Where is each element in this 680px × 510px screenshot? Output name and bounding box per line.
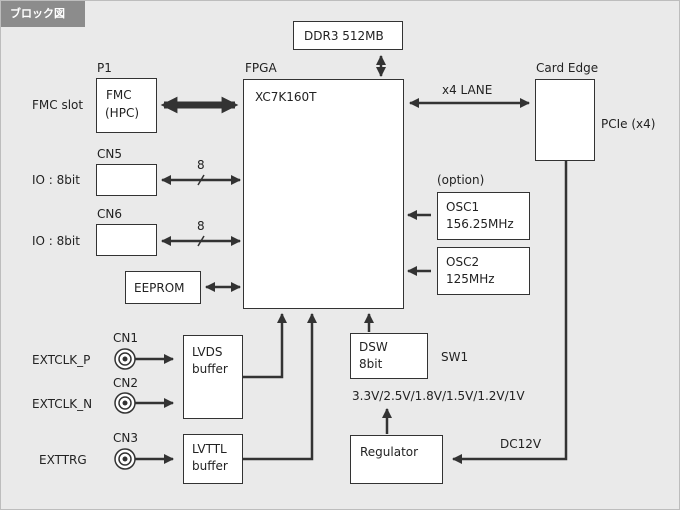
- eeprom-label: EEPROM: [134, 281, 185, 295]
- cn6-label: CN6: [97, 207, 122, 221]
- pcie-label: PCIe (x4): [601, 117, 656, 131]
- io2-label: IO : 8bit: [32, 234, 80, 248]
- exttrg-label: EXTTRG: [39, 453, 87, 467]
- extclk-p-label: EXTCLK_P: [32, 353, 91, 367]
- fpga-label: FPGA: [245, 61, 277, 75]
- fpga-box: XC7K160T: [243, 79, 404, 309]
- sw1-label: SW1: [441, 350, 469, 364]
- cn6-bus-slash: [197, 235, 205, 247]
- dsw-line1: DSW: [359, 340, 388, 354]
- lvds-line1: LVDS: [192, 345, 223, 359]
- x4-lane-label: x4 LANE: [442, 83, 493, 97]
- lvds-buffer-box: LVDS buffer: [183, 335, 243, 419]
- cn5-label: CN5: [97, 147, 122, 161]
- cn2-label: CN2: [113, 376, 138, 390]
- lvttl-line2: buffer: [192, 459, 228, 473]
- card-edge-box: [535, 79, 595, 161]
- cn1-label: CN1: [113, 331, 138, 345]
- bus-width-1: 8: [197, 158, 205, 172]
- cn3-label: CN3: [113, 431, 138, 445]
- lvttl-fpga-arrow: [242, 313, 317, 461]
- cn5-box: [96, 164, 157, 196]
- regulator-label: Regulator: [360, 445, 419, 459]
- bus-width-2: 8: [197, 219, 205, 233]
- regulator-box: Regulator: [350, 435, 443, 484]
- io1-label: IO : 8bit: [32, 173, 80, 187]
- card-edge-label: Card Edge: [536, 61, 599, 75]
- osc2-box: OSC2 125MHz: [437, 247, 530, 295]
- osc2-line2: 125MHz: [446, 272, 495, 286]
- fmc-line2: (HPC): [105, 106, 140, 120]
- lvds-line2: buffer: [192, 362, 228, 376]
- fpga-part-label: XC7K160T: [255, 90, 317, 104]
- dc12v-label: DC12V: [500, 437, 542, 451]
- cn1-coax-icon: [114, 348, 136, 370]
- dsw-box: DSW 8bit: [350, 333, 428, 379]
- dc12v-power-arrow: [452, 161, 568, 464]
- lvds-fpga-arrow: [242, 313, 287, 379]
- ddr3-box: DDR3 512MB: [293, 21, 403, 50]
- p1-label: P1: [97, 61, 112, 75]
- eeprom-box: EEPROM: [125, 271, 201, 304]
- cn5-bus-slash: [197, 174, 205, 186]
- diagram-tag: ブロック図: [1, 1, 85, 27]
- lvttl-line1: LVTTL: [192, 442, 227, 456]
- osc1-box: OSC1 156.25MHz: [437, 192, 530, 240]
- option-label: (option): [437, 173, 485, 187]
- ddr3-label: DDR3 512MB: [304, 29, 384, 43]
- voltage-list: 3.3V/2.5V/1.8V/1.5V/1.2V/1V: [352, 389, 525, 403]
- fmc-line1: FMC: [106, 88, 132, 102]
- osc2-line1: OSC2: [446, 255, 480, 269]
- fmc-box: FMC (HPC): [96, 78, 157, 133]
- osc1-line1: OSC1: [446, 200, 480, 214]
- cn6-box: [96, 224, 157, 256]
- cn2-coax-icon: [114, 392, 136, 414]
- extclk-n-label: EXTCLK_N: [32, 397, 93, 411]
- dsw-line2: 8bit: [359, 357, 383, 371]
- fmc-slot-label: FMC slot: [32, 98, 84, 112]
- lvttl-buffer-box: LVTTL buffer: [183, 434, 243, 484]
- cn3-coax-icon: [114, 448, 136, 470]
- osc1-line2: 156.25MHz: [446, 217, 514, 231]
